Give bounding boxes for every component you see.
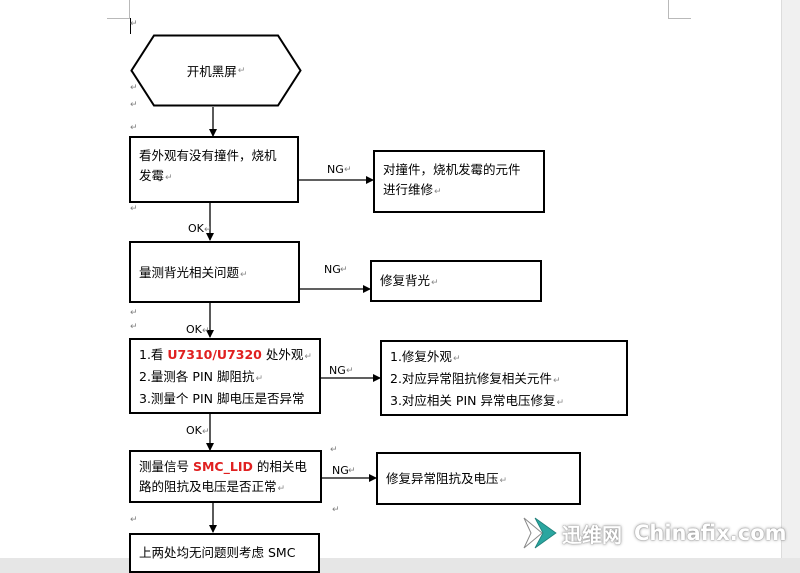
- fix4-box: 修复异常阻抗及电压↵: [376, 452, 581, 505]
- paragraph-mark: ↵: [130, 308, 138, 318]
- ok-label: OK: [186, 424, 202, 437]
- ng-label: NG: [332, 464, 349, 477]
- paragraph-mark: ↵: [130, 515, 138, 525]
- paragraph-mark: ↵: [130, 100, 138, 110]
- fix3-box: 1.修复外观↵ 2.对应异常阻抗修复相关元件↵ 3.对应相关 PIN 异常电压修…: [380, 340, 628, 416]
- chinafix-logo-icon: [523, 517, 557, 549]
- start-box: 开机黑屏 ↵: [130, 34, 302, 107]
- fix3-line-2: 2.对应异常阻抗修复相关元件: [390, 371, 552, 386]
- step1-line-2: 发霉: [139, 168, 165, 183]
- ok-label: OK: [188, 222, 204, 235]
- margin-corner-top-right: [668, 0, 691, 19]
- step5-line-1: 上两处均无问题则考虑 SMC: [139, 545, 296, 560]
- ng-label: NG: [324, 263, 341, 276]
- fix3-line-1: 1.修复外观: [390, 349, 452, 364]
- paragraph-mark: ↵: [130, 19, 138, 29]
- margin-corner-top-left: [107, 0, 130, 19]
- paragraph-mark: ↵: [130, 123, 138, 133]
- paragraph-mark: ↵: [344, 165, 352, 175]
- vertical-scrollbar[interactable]: [781, 0, 800, 558]
- fix1-box: 对撞件，烧机发霉的元件 进行维修↵: [373, 150, 545, 213]
- fix1-line-2: 进行维修: [383, 182, 434, 197]
- step3-line-1-prefix: 1.看: [139, 347, 168, 362]
- fix3-line-3: 3.对应相关 PIN 异常电压修复: [390, 393, 556, 408]
- text-cursor: [130, 18, 131, 34]
- step4-line-1-prefix: 测量信号: [139, 459, 193, 474]
- step5-box: 上两处均无问题则考虑 SMC: [129, 533, 320, 573]
- ng-label: NG: [329, 364, 346, 377]
- step4-line-2: 路的阻抗及电压是否正常: [139, 479, 277, 494]
- step4-line-1-suffix: 的相关电: [252, 459, 307, 474]
- paragraph-mark: ↵: [330, 445, 338, 455]
- step3-line-1-suffix: 处外观: [261, 347, 304, 362]
- ok-label: OK: [186, 323, 202, 336]
- paragraph-mark: ↵: [130, 204, 138, 214]
- fix2-line-1: 修复背光: [380, 273, 431, 288]
- step2-box: 量测背光相关问题↵: [129, 241, 300, 303]
- step1-line-1: 看外观有没有撞件，烧机: [139, 148, 277, 163]
- ng-label: NG: [327, 163, 344, 176]
- step4-box: 测量信号 SMC_LID 的相关电 路的阻抗及电压是否正常↵: [129, 450, 322, 503]
- paragraph-mark: ↵: [202, 326, 210, 336]
- fix1-line-1: 对撞件，烧机发霉的元件: [383, 162, 521, 177]
- step1-box: 看外观有没有撞件，烧机 发霉↵: [129, 136, 299, 203]
- paragraph-mark: ↵: [340, 265, 348, 275]
- step3-box: 1.看 U7310/U7320 处外观↵ 2.量测各 PIN 脚阻抗↵ 3.测量…: [129, 338, 321, 414]
- watermark: 迅维网 Chinafix.com: [520, 512, 790, 554]
- step2-line-1: 量测背光相关问题: [139, 265, 240, 280]
- paragraph-mark: ↵: [204, 225, 212, 235]
- step3-component-highlight: U7310/U7320: [167, 347, 262, 362]
- step3-line-2: 2.量测各 PIN 脚阻抗: [139, 369, 255, 384]
- watermark-en: Chinafix.com: [634, 521, 787, 545]
- paragraph-mark: ↵: [348, 466, 356, 476]
- fix2-box: 修复背光↵: [370, 260, 542, 302]
- paragraph-mark: ↵: [202, 427, 210, 437]
- paragraph-mark: ↵: [130, 322, 138, 332]
- step3-line-3: 3.测量个 PIN 脚电压是否异常: [139, 391, 305, 406]
- paragraph-mark: ↵: [130, 83, 138, 93]
- watermark-cn: 迅维网: [562, 522, 622, 547]
- start-hexagon-shape: [130, 34, 302, 107]
- step4-signal-highlight: SMC_LID: [192, 459, 253, 474]
- fix4-line-1: 修复异常阻抗及电压: [386, 471, 499, 486]
- paragraph-mark: ↵: [346, 366, 354, 376]
- paragraph-mark: ↵: [332, 505, 340, 515]
- start-box-text: 开机黑屏: [186, 64, 237, 79]
- flowchart-connectors: [206, 107, 381, 533]
